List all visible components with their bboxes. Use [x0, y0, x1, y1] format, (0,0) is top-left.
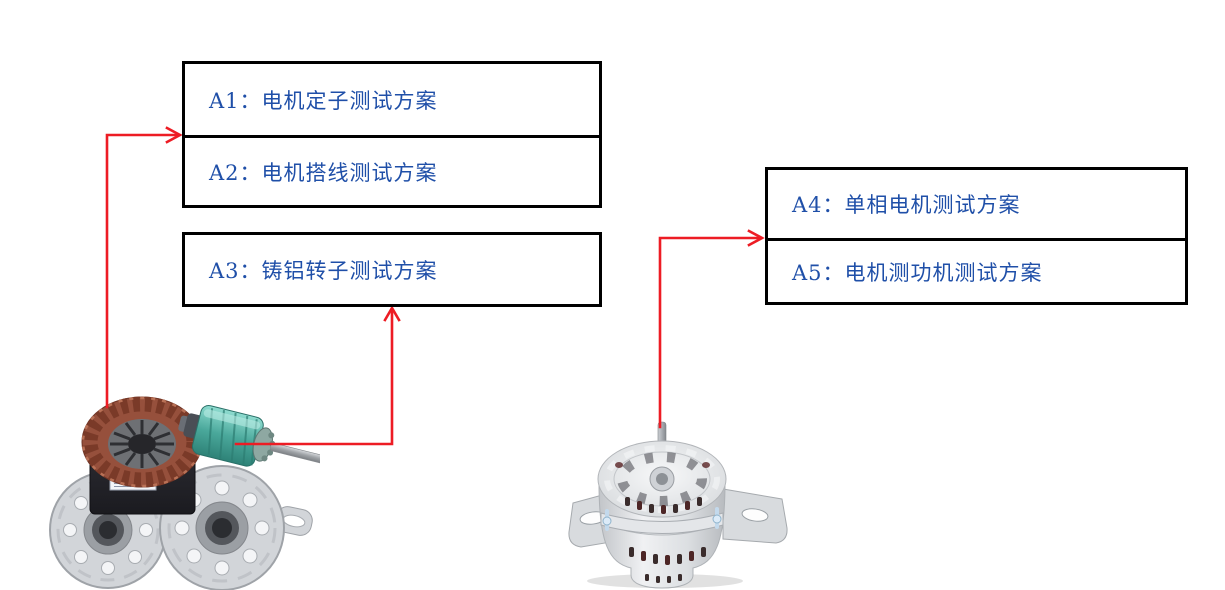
plan-label-a1: A1：电机定子测试方案	[209, 88, 438, 113]
single-phase-motor-photo	[568, 421, 788, 589]
plan-row-a3: A3：铸铝转子测试方案	[185, 235, 599, 304]
box-a1-a2: A1：电机定子测试方案 A2：电机搭线测试方案	[182, 61, 602, 208]
motor-vent-holes	[625, 497, 706, 583]
plan-row-a4: A4：单相电机测试方案	[768, 170, 1185, 238]
plan-label-a3: A3：铸铝转子测试方案	[209, 258, 438, 283]
plan-label-a4: A4：单相电机测试方案	[792, 193, 1021, 217]
plan-label-a5: A5：电机测功机测试方案	[792, 260, 1043, 285]
stator-winding-photo-part	[81, 396, 203, 515]
plan-row-a1: A1：电机定子测试方案	[185, 64, 599, 135]
plan-label-a2: A2：电机搭线测试方案	[209, 160, 438, 185]
box-a4-a5: A4：单相电机测试方案 A5：电机测功机测试方案	[765, 167, 1188, 305]
plan-row-a5: A5：电机测功机测试方案	[768, 238, 1185, 302]
motor-body	[597, 440, 727, 589]
arrow-stator-to-a1-a2	[105, 126, 183, 409]
plan-row-a2: A2：电机搭线测试方案	[185, 135, 599, 205]
stator-rotor-endshields-photo	[49, 396, 320, 590]
motor-clamp-band	[600, 507, 724, 534]
box-a3: A3：铸铝转子测试方案	[182, 232, 602, 307]
